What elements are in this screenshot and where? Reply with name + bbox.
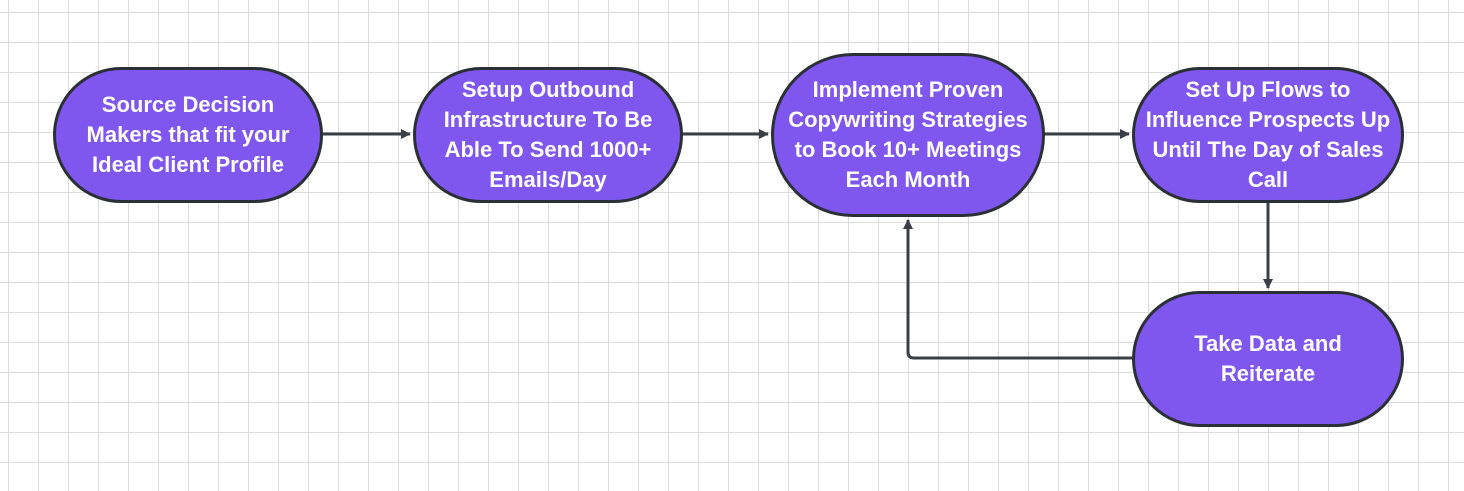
node-set-up-flows[interactable]: Set Up Flows to Influence Prospects Up U… — [1132, 67, 1404, 203]
node-source-decision-makers[interactable]: Source Decision Makers that fit your Ide… — [53, 67, 323, 203]
node-take-data-reiterate-label: Take Data and Reiterate — [1194, 331, 1342, 386]
node-implement-copywriting-strategies[interactable]: Implement Proven Copywriting Strategies … — [771, 53, 1045, 217]
node-setup-outbound-infrastructure-label: Setup Outbound Infrastructure To Be Able… — [443, 77, 653, 192]
node-setup-outbound-infrastructure[interactable]: Setup Outbound Infrastructure To Be Able… — [413, 67, 683, 203]
edge-take-data-to-implement[interactable] — [903, 219, 1132, 360]
node-implement-copywriting-strategies-label: Implement Proven Copywriting Strategies … — [788, 77, 1028, 192]
node-take-data-reiterate[interactable]: Take Data and Reiterate — [1132, 291, 1404, 427]
node-set-up-flows-label: Set Up Flows to Influence Prospects Up U… — [1145, 77, 1391, 192]
node-source-decision-makers-label: Source Decision Makers that fit your Ide… — [86, 92, 290, 177]
